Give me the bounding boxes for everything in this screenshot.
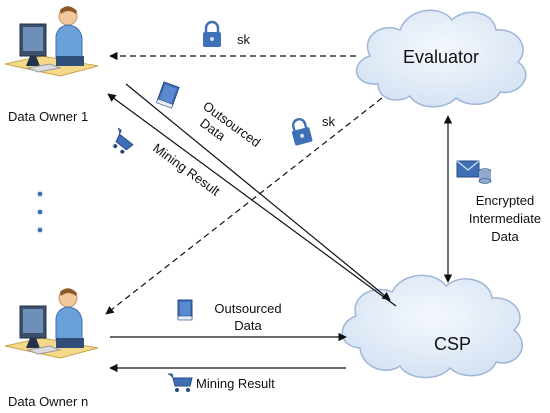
encrypted-label-line2: Intermediate: [469, 211, 541, 226]
csp-label: CSP: [434, 334, 471, 354]
padlock-icon: [203, 20, 221, 47]
more-owners-ellipsis: [37, 191, 43, 233]
outsourced-bottom-line2: Data: [234, 318, 262, 333]
padlock-icon: [292, 118, 313, 146]
book-icon: [156, 81, 180, 109]
evaluator-label: Evaluator: [403, 47, 479, 67]
shopping-cart-icon: [168, 373, 193, 392]
outsourced-arrow-owner1-to-csp: [125, 83, 391, 301]
evaluator-cloud-icon: [355, 9, 527, 108]
sk-mid-label: sk: [322, 114, 336, 129]
mining-bottom-label: Mining Result: [196, 376, 275, 391]
mining-arrow-csp-to-owner1: [107, 93, 397, 307]
encrypted-label-line1: Encrypted: [476, 193, 535, 208]
data-owner-1-computer-icon: [4, 6, 99, 77]
data-owner-n-computer-icon: [4, 288, 99, 359]
encrypted-label-line3: Data: [491, 229, 519, 244]
data-owner-1-label: Data Owner 1: [8, 109, 88, 124]
mining-diag-label: Mining Result: [150, 140, 223, 199]
outsourced-bottom-line1: Outsourced: [214, 301, 281, 316]
csp-cloud-icon: [341, 274, 523, 379]
data-owner-n-label: Data Owner n: [8, 394, 88, 409]
shopping-cart-icon: [113, 127, 134, 154]
sk-arrow-to-ownern: [105, 97, 383, 315]
envelope-database-icon: [456, 160, 492, 184]
sk-top-label: sk: [237, 32, 251, 47]
book-icon: [177, 299, 193, 321]
